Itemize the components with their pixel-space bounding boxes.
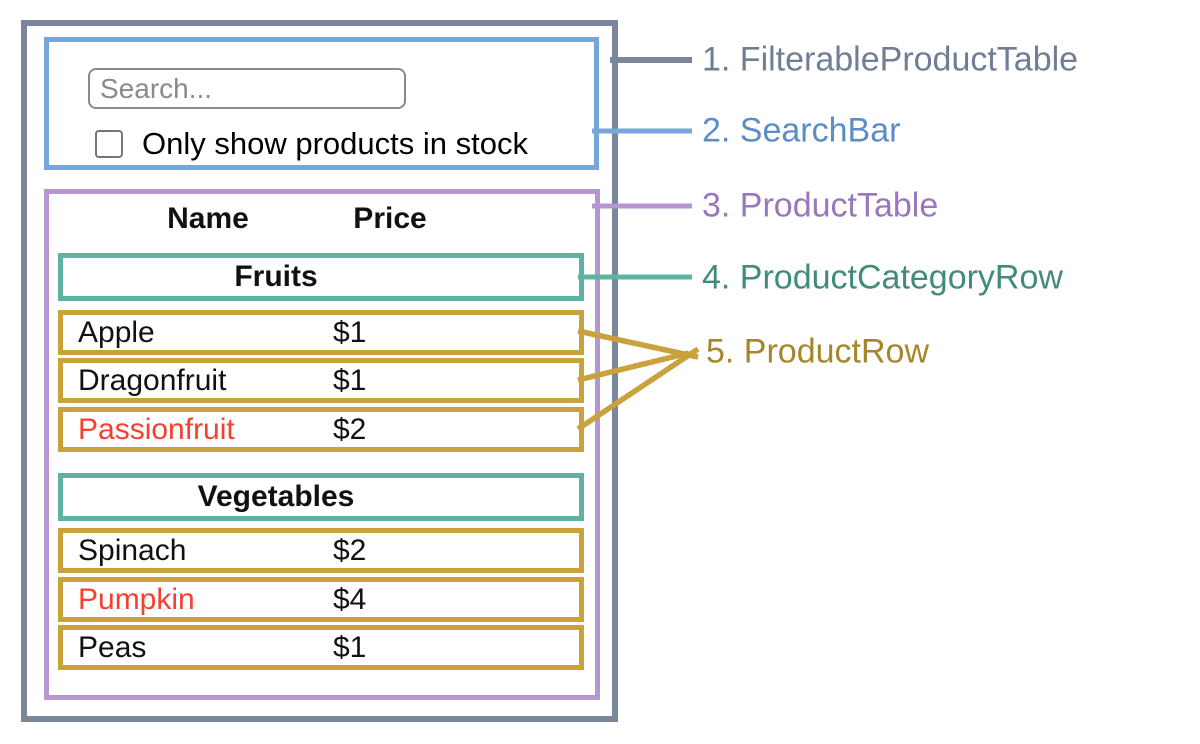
product-category-row-fruits: Fruits: [58, 253, 584, 301]
price-column-header: Price: [353, 202, 427, 235]
name-column-header: Name: [167, 202, 249, 235]
product-price: $2: [333, 533, 367, 567]
product-row-peas: Peas $1: [58, 625, 584, 670]
in-stock-checkbox[interactable]: [95, 130, 123, 158]
product-price: $1: [333, 315, 367, 349]
category-label: Fruits: [234, 260, 318, 293]
search-input[interactable]: [88, 68, 406, 109]
product-row-apple: Apple $1: [58, 310, 584, 355]
product-name-out-of-stock: Passionfruit: [78, 412, 235, 446]
product-category-row-vegetables: Vegetables: [58, 473, 584, 521]
label-product-table: 3. ProductTable: [702, 186, 939, 225]
product-name: Apple: [78, 315, 155, 349]
product-row-pumpkin: Pumpkin $4: [58, 577, 584, 622]
product-name-out-of-stock: Pumpkin: [78, 582, 195, 616]
product-table-box: [44, 189, 600, 700]
product-price: $1: [333, 630, 367, 664]
category-label: Vegetables: [197, 480, 355, 513]
label-product-category-row: 4. ProductCategoryRow: [702, 258, 1063, 297]
product-row-passionfruit: Passionfruit $2: [58, 407, 584, 452]
product-price: $4: [333, 582, 367, 616]
product-price: $1: [333, 363, 367, 397]
search-bar-box: [44, 37, 599, 170]
product-row-dragonfruit: Dragonfruit $1: [58, 358, 584, 403]
product-price: $2: [333, 412, 367, 446]
label-filterable-product-table: 1. FilterableProductTable: [702, 40, 1079, 79]
in-stock-checkbox-label: Only show products in stock: [142, 126, 528, 161]
label-product-row: 5. ProductRow: [706, 332, 929, 371]
product-name: Dragonfruit: [78, 363, 227, 397]
label-search-bar: 2. SearchBar: [702, 111, 901, 150]
product-row-spinach: Spinach $2: [58, 528, 584, 573]
product-name: Peas: [78, 630, 147, 664]
product-name: Spinach: [78, 533, 187, 567]
